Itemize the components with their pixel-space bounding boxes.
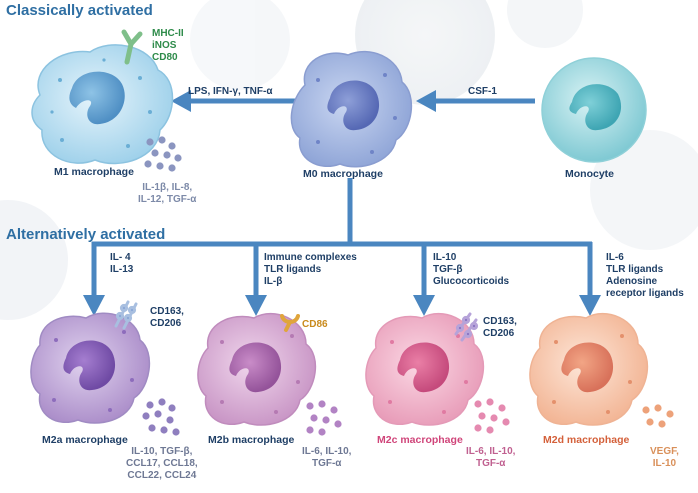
arrows [83,90,601,316]
monocyte-name: Monocyte [565,168,615,180]
section-title-classical: Classically activated [6,2,153,19]
m2a-cytokine-dots [142,398,180,436]
m2b-markers: CD86 [302,319,328,330]
m2b-receptor-icon [280,314,300,332]
m1-name: M1 macrophage [54,166,134,178]
arrow-head-to-m2d [579,295,601,316]
m2a-name: M2a macrophage [42,434,128,446]
label-m2d-stimuli: IL-6 TLR ligands Adenosine receptor liga… [606,252,684,299]
m0-cell [290,50,413,168]
m2b-cytokines: IL-6, IL-10, TGF-α [302,446,352,469]
m1-cell [31,29,182,172]
label-m2c-stimuli: IL-10 TGF-β Glucocorticoids [433,252,510,287]
m2b-name: M2b macrophage [208,434,295,446]
m2b-cell [197,313,342,436]
monocyte-cell [541,57,647,163]
m2c-cell [365,312,510,434]
label-m2a-stimuli: IL- 4 IL-13 [110,252,134,275]
m2c-cytokine-dots [474,398,510,434]
m2d-cytokine-dots [642,404,674,428]
m2a-cytokines: IL-10, TGF-β, CCL17, CCL18, CCL22, CCL24 [126,446,198,481]
label-m2b-stimuli: Immune complexes TLR ligands IL-β [264,252,357,287]
label-csf1: CSF-1 [468,86,497,97]
section-title-alternative: Alternatively activated [6,226,166,243]
arrow-head-to-m2b [245,295,267,316]
m2d-name: M2d macrophage [543,434,630,446]
m2d-cytokines: VEGF, IL-10 [650,446,679,469]
label-m1-stimuli: LPS, IFN-γ, TNF-α [188,86,273,97]
m1-receptor-icon [121,29,143,65]
arrow-head-to-m0 [416,90,436,112]
m2c-name: M2c macrophage [377,434,463,446]
m2a-receptor-icon [114,300,138,330]
m2c-markers: CD163, CD206 [483,316,517,339]
arrow-head-to-m2c [413,295,435,316]
m2c-receptor-icon [454,312,479,342]
m2a-cell [30,300,180,436]
m2a-markers: CD163, CD206 [150,306,184,329]
arrow-head-to-m1 [171,90,191,112]
arrow-head-to-m2a [83,295,105,316]
m0-name: M0 macrophage [303,168,383,180]
m2b-cytokine-dots [306,400,342,436]
m1-cytokine-dots [144,136,182,172]
m1-cytokines: IL-1β, IL-8, IL-12, TGF-α [138,182,197,205]
m1-markers: MHC-II iNOS CD80 [152,28,184,63]
m2c-cytokines: IL-6, IL-10, TGF-α [466,446,516,469]
m2d-cell [529,313,674,428]
